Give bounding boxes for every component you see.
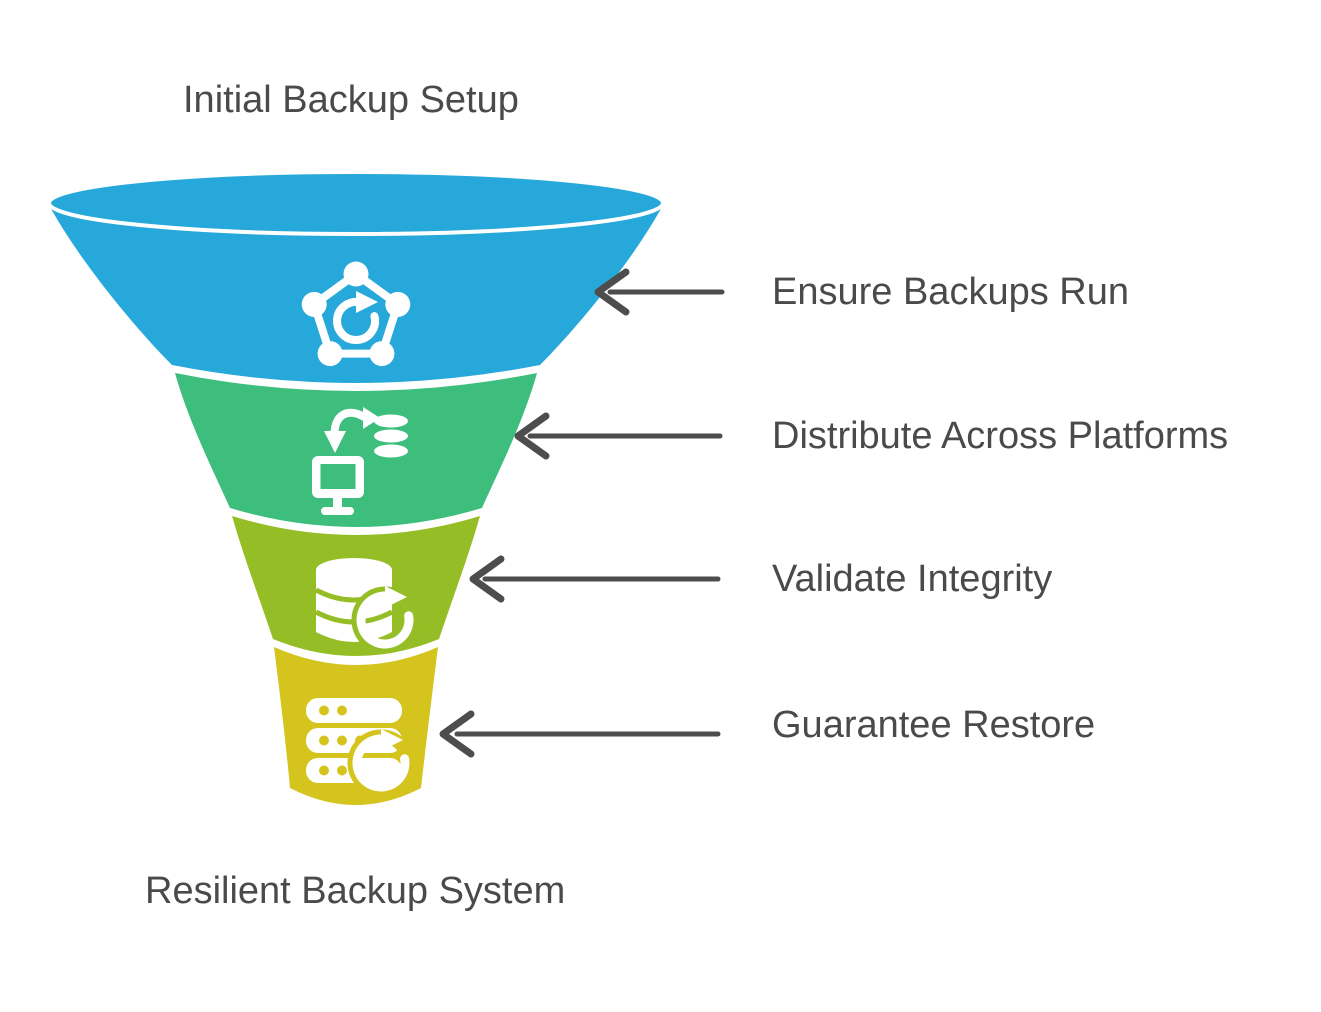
db-disc bbox=[374, 444, 408, 458]
arrow-stage-2 bbox=[514, 412, 723, 460]
connector-arrows bbox=[439, 268, 725, 758]
monitor-base bbox=[321, 507, 354, 515]
db-disc bbox=[374, 414, 408, 428]
validate-database-icon bbox=[314, 558, 419, 654]
stage-label-4: Guarantee Restore bbox=[772, 704, 1096, 746]
refresh-arrowhead bbox=[385, 586, 407, 608]
pentagon-node bbox=[385, 291, 411, 317]
db-top bbox=[316, 558, 392, 582]
pentagon-node bbox=[369, 341, 395, 367]
transfer-arrow bbox=[330, 408, 370, 437]
db-body bbox=[316, 570, 392, 642]
refresh-arc bbox=[352, 734, 410, 792]
funnel-top-ellipse bbox=[47, 170, 665, 236]
arrow-stage-3 bbox=[469, 555, 721, 603]
monitor-screen bbox=[320, 464, 356, 489]
pentagon-node bbox=[301, 291, 327, 317]
stage-label-2: Distribute Across Platforms bbox=[772, 415, 1229, 457]
stage-label-3: Validate Integrity bbox=[772, 558, 1053, 600]
restore-server-icon bbox=[306, 698, 415, 797]
bottom-label: Resilient Backup System bbox=[145, 870, 566, 912]
server-row bbox=[306, 698, 402, 723]
arrow-stage-1 bbox=[594, 268, 725, 316]
pentagon-node bbox=[343, 261, 369, 287]
restore-arrowhead bbox=[356, 291, 378, 313]
transfer-arrowhead-right bbox=[363, 407, 380, 429]
restore-arc bbox=[333, 298, 379, 344]
refresh-arc bbox=[356, 591, 414, 649]
backup-network-icon bbox=[301, 261, 411, 367]
monitor-stand bbox=[333, 498, 342, 508]
transfer-arrowhead-down bbox=[324, 431, 346, 453]
distribute-platforms-icon bbox=[312, 407, 408, 515]
arrow-stage-4 bbox=[439, 710, 721, 758]
top-label: Initial Backup Setup bbox=[183, 79, 519, 121]
stage-label-1: Ensure Backups Run bbox=[772, 271, 1129, 313]
funnel-stage-2 bbox=[175, 373, 537, 527]
refresh-arrowhead bbox=[381, 729, 403, 751]
pentagon-node bbox=[317, 341, 343, 367]
db-disc bbox=[374, 429, 408, 443]
